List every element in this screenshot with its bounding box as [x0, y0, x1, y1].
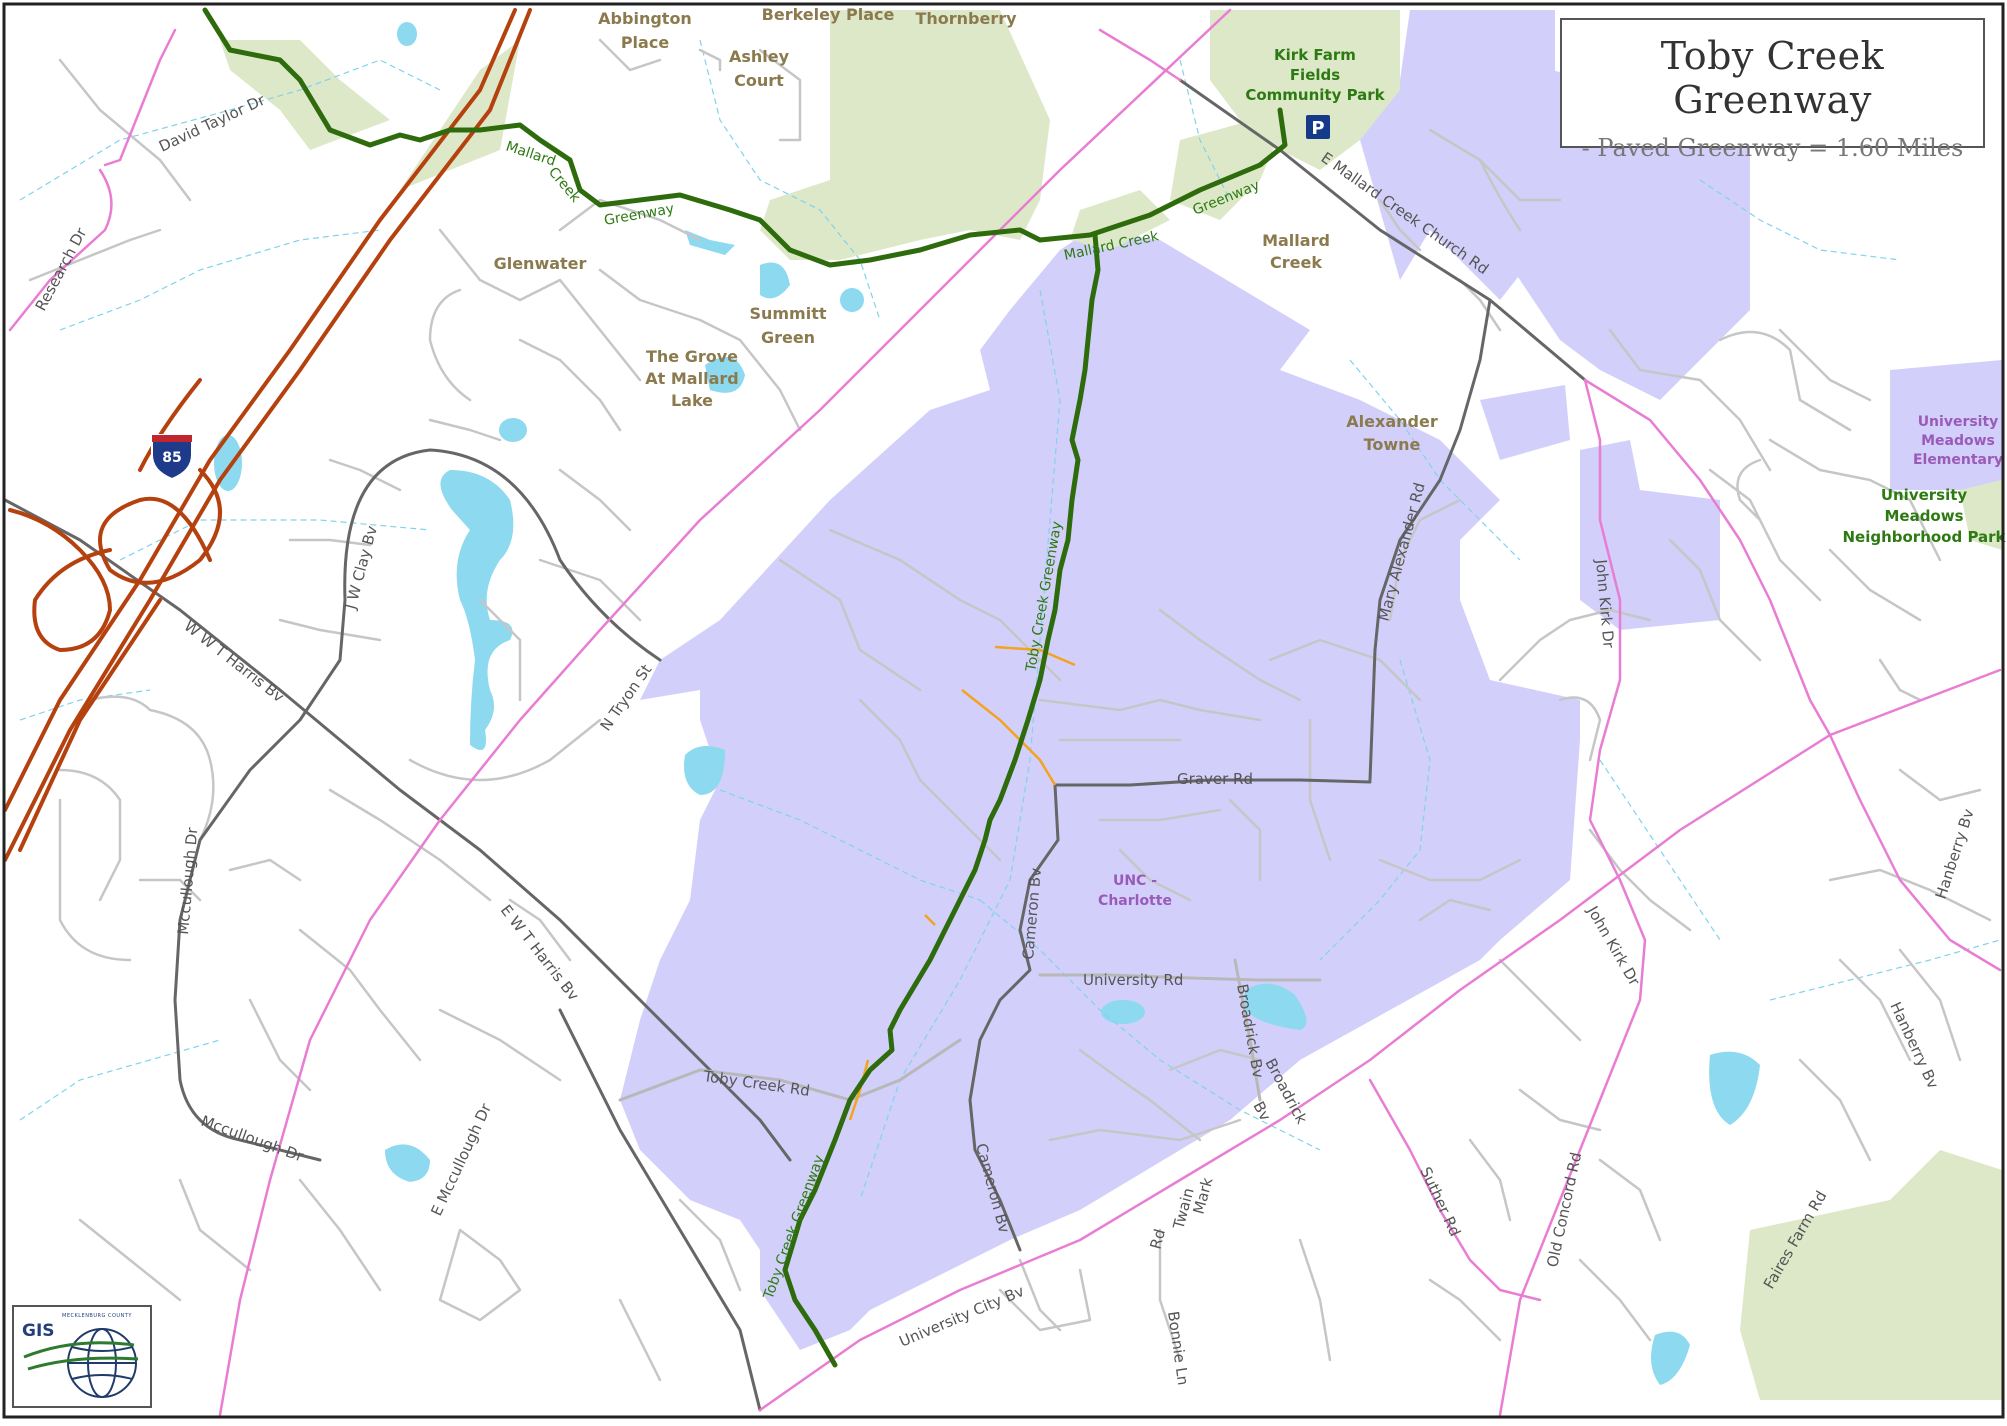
cameron-bv — [968, 783, 1060, 1252]
pond-g — [705, 357, 745, 393]
lake-mallard — [440, 470, 514, 750]
gis-logo-text: GIS — [22, 1321, 55, 1341]
pond-l — [1709, 1051, 1760, 1125]
label-university-meadows-elementary-2: Meadows — [1921, 433, 1995, 449]
label-grove-at-mallard-lake-2: At Mallard — [645, 369, 738, 388]
label-alexander-towne-2: Towne — [1364, 435, 1421, 454]
gis-logo: GIS MECKLENBURG COUNTY — [12, 1305, 152, 1408]
suther-rd — [1368, 1078, 1542, 1302]
parking-icon-letter: P — [1311, 118, 1324, 139]
graver-rd — [1053, 778, 1372, 787]
pond-k — [385, 1144, 430, 1182]
research-dr-arterial — [8, 168, 113, 332]
park-strip-west — [220, 40, 390, 150]
map-subtitle: - Paved Greenway = 1.60 Miles — [1581, 134, 1964, 162]
label-graver-rd: Graver Rd — [1177, 770, 1253, 788]
pond-e — [760, 262, 790, 299]
label-alexander-towne: Alexander — [1346, 412, 1438, 431]
label-grove-at-mallard-lake: The Grove — [646, 347, 738, 366]
campus-area-small-a — [1480, 385, 1570, 460]
arterial-roads — [8, 8, 2002, 1417]
n-tryon-st — [218, 8, 1232, 1417]
john-kirk-dr-north — [1583, 378, 1832, 737]
school-labels: University Meadows Elementary UNC - Char… — [1098, 414, 2003, 909]
broadrick-bv-line — [1233, 958, 1262, 1102]
label-thornberry: Thornberry — [915, 9, 1017, 28]
label-glenwater: Glenwater — [494, 254, 587, 273]
pond-d — [685, 230, 735, 255]
i85-shield-number: 85 — [162, 450, 181, 466]
pond-c — [397, 22, 417, 46]
water-bodies — [214, 22, 1760, 1385]
label-university-rd: University Rd — [1083, 971, 1183, 989]
label-university-meadows-park-3: Neighborhood Park — [1842, 528, 2006, 546]
pond-m — [1651, 1331, 1690, 1385]
park-southeast — [1740, 1150, 2002, 1400]
label-mallard-creek-2: Creek — [1270, 253, 1322, 272]
gis-logo-org: MECKLENBURG COUNTY — [62, 1313, 132, 1319]
map-title: Toby Creek Greenway — [1660, 34, 1885, 122]
mallard-creek-greenway — [202, 7, 1288, 268]
mary-alexander-rd — [1368, 298, 1492, 782]
pond-j — [1245, 983, 1307, 1030]
label-abbington-place: Abbington — [598, 9, 692, 28]
i85-shield-icon: 85 — [151, 434, 193, 481]
university-meadows-park-area — [1960, 480, 2002, 550]
campus-area-north — [1360, 10, 1555, 300]
label-kirk-farm-fields-park-3: Community Park — [1245, 86, 1385, 104]
university-city-bv — [758, 668, 2002, 1412]
interstate-i85 — [3, 8, 532, 862]
pond-b — [499, 418, 527, 442]
legend-title-box: Toby Creek Greenway - Paved Greenway = 1… — [1560, 18, 1985, 162]
hanberry-bv-arterial — [1828, 733, 2002, 972]
label-university-meadows-elementary: University — [1918, 414, 1999, 430]
neighborhood-labels: Abbington Place Berkeley Place Thornberr… — [494, 5, 1438, 454]
label-mallard-creek: Mallard — [1262, 231, 1330, 250]
arterial-north-east — [1098, 28, 1182, 82]
label-mark-twain-rd-3: Rd — [1146, 1227, 1169, 1251]
pond-h — [684, 746, 725, 795]
greenways — [202, 7, 1288, 1368]
david-taylor-dr-arterial — [103, 28, 177, 167]
toby-creek-rd-line — [618, 1038, 962, 1102]
park-labels: Kirk Farm Fields Community Park Universi… — [1245, 46, 2006, 546]
label-grove-at-mallard-lake-3: Lake — [671, 391, 713, 410]
wt-harris-bv — [3, 498, 792, 1162]
e-wt-harris-bv — [558, 1008, 762, 1412]
parking-icon: P — [1306, 115, 1330, 139]
label-kirk-farm-fields-park: Kirk Farm — [1274, 46, 1356, 64]
e-mallard-creek-church-rd — [1178, 78, 1587, 382]
collector-roads — [3, 78, 1587, 1412]
label-university-meadows-elementary-3: Elementary — [1913, 452, 2003, 468]
label-summitt-green: Summitt — [749, 304, 826, 323]
globe-icon — [23, 1328, 139, 1398]
label-ashley-court-2: Court — [734, 71, 784, 90]
pond-f — [840, 288, 864, 312]
label-ashley-court: Ashley — [729, 47, 790, 66]
label-berkeley-place: Berkeley Place — [762, 5, 895, 24]
park-mallard-creek-central — [760, 10, 1050, 260]
label-summitt-green-2: Green — [761, 328, 815, 347]
john-kirk-dr — [1498, 378, 1647, 1417]
jw-clay-bv — [343, 448, 662, 662]
light-roads — [618, 958, 1322, 1102]
label-unc-charlotte-2: Charlotte — [1098, 893, 1172, 909]
pond-i — [1101, 1000, 1145, 1024]
unc-charlotte-campus — [620, 230, 1580, 1350]
university-rd-line — [1038, 973, 1322, 982]
toby-creek-greenway — [782, 232, 1101, 1368]
label-university-meadows-park: University — [1881, 486, 1968, 504]
local-streets — [28, 38, 1992, 1382]
streams — [19, 39, 2001, 1201]
label-abbington-place-2: Place — [621, 33, 669, 52]
label-kirk-farm-fields-park-2: Fields — [1290, 66, 1340, 84]
trail-connectors — [848, 645, 1076, 1121]
label-university-meadows-park-2: Meadows — [1884, 507, 1963, 525]
label-unc-charlotte: UNC - — [1113, 873, 1157, 889]
mccullough-dr — [173, 598, 347, 1162]
university-meadows-elementary-area — [1890, 360, 2002, 490]
